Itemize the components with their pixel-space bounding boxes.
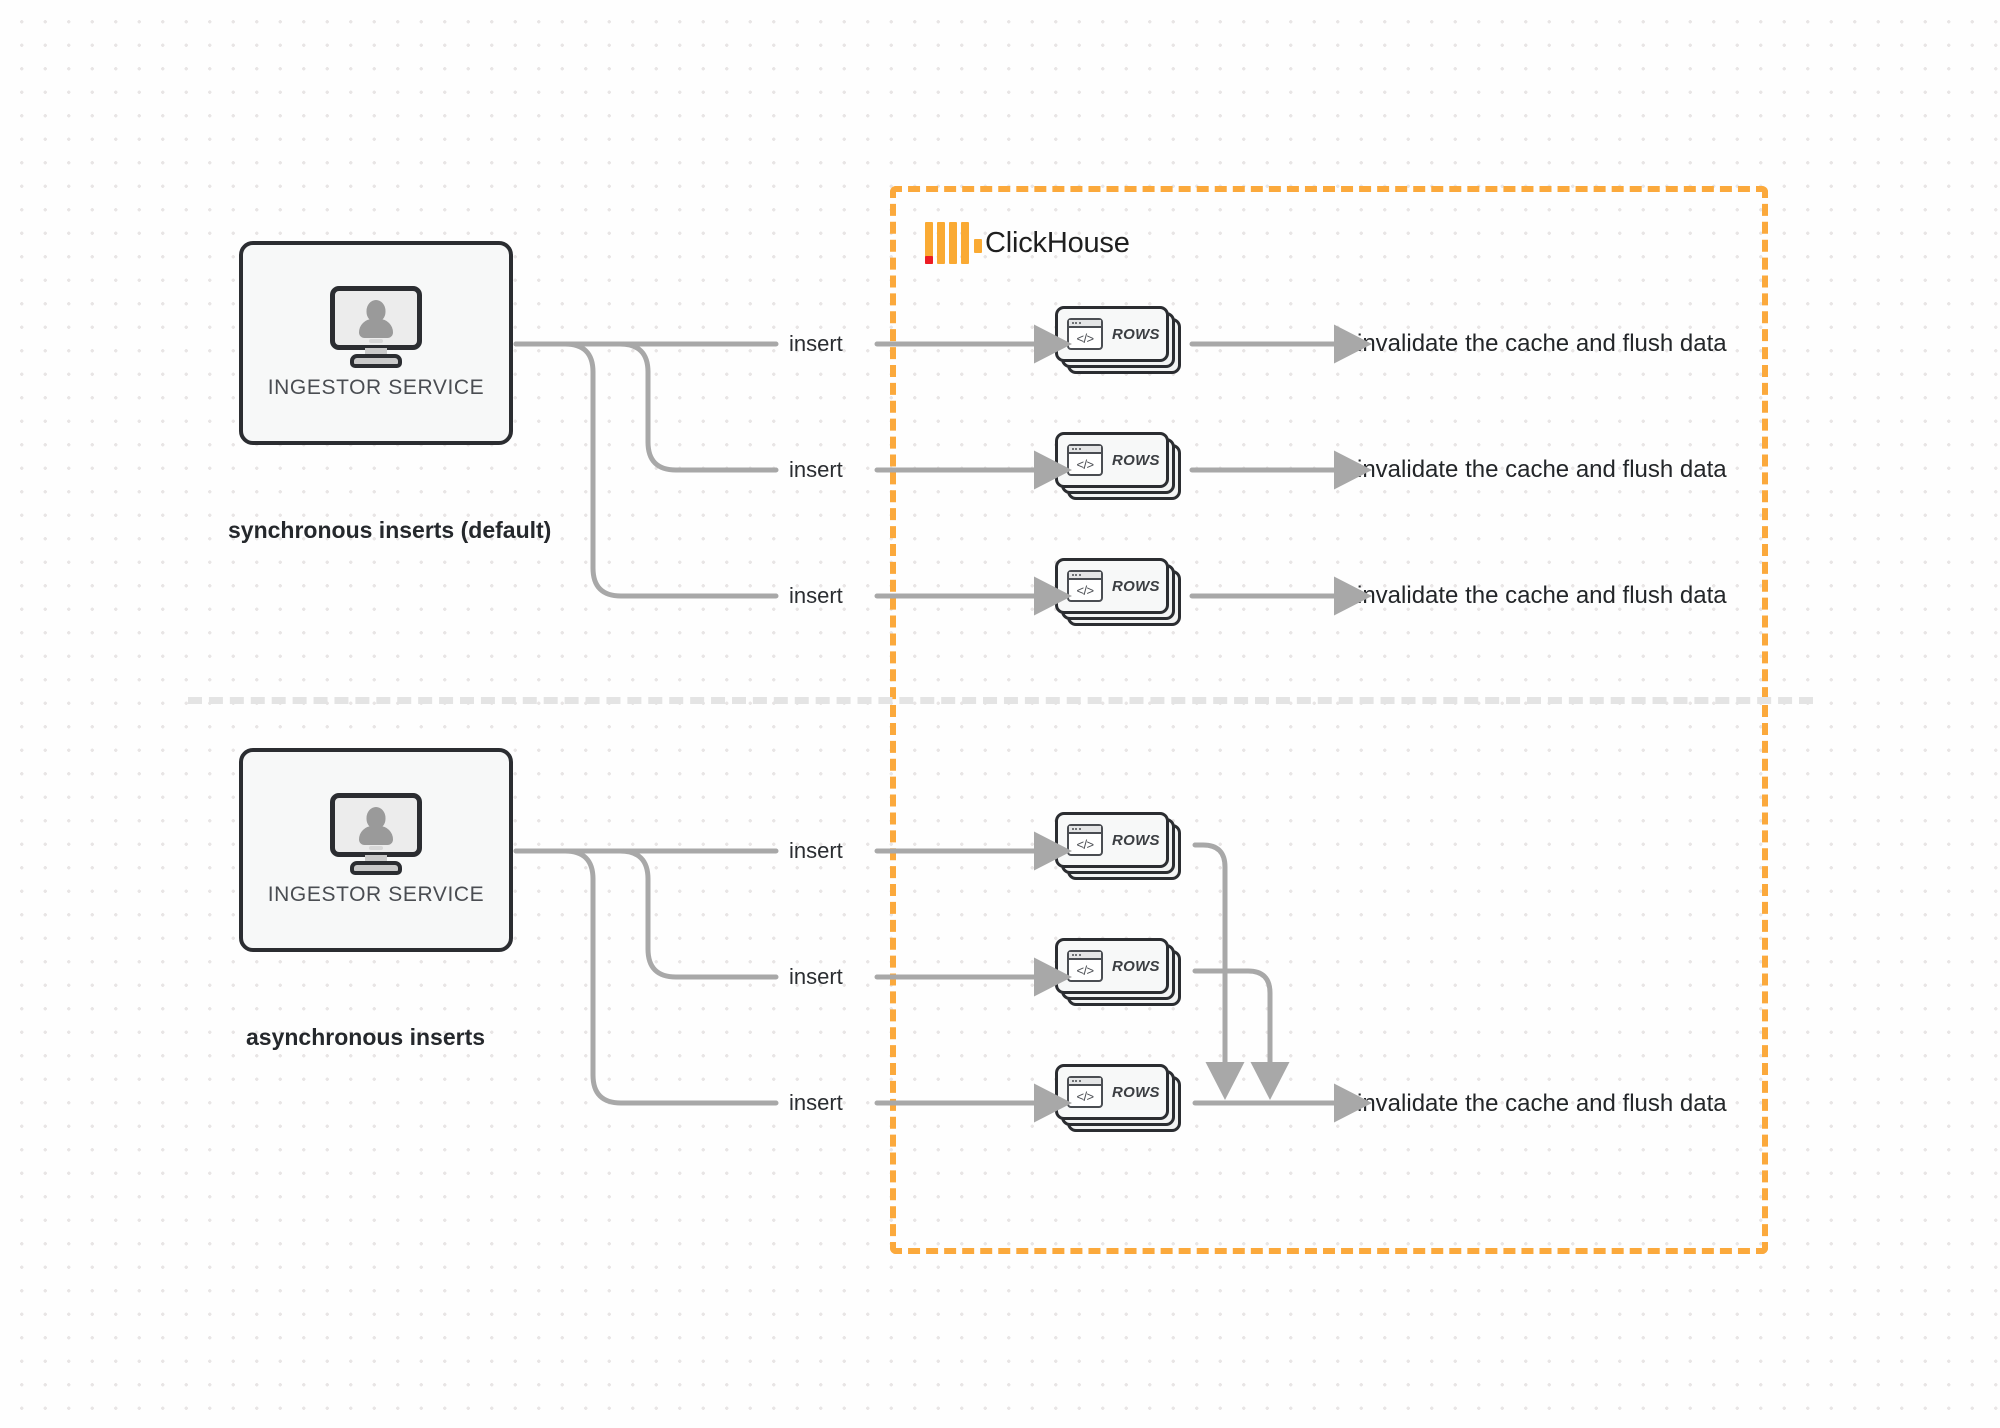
- code-window-icon: </>: [1067, 1076, 1103, 1108]
- clickhouse-header: ClickHouse: [925, 222, 1130, 264]
- ingestor-service-label-async: INGESTOR SERVICE: [267, 883, 485, 906]
- rows-card-label: ROWS: [1112, 325, 1160, 343]
- rows-card-async-1[interactable]: </> ROWS: [1055, 812, 1181, 880]
- insert-label-sync-2: insert: [789, 457, 843, 482]
- section-caption-async: asynchronous inserts: [246, 1024, 486, 1050]
- clickhouse-label: ClickHouse: [985, 226, 1130, 259]
- code-window-icon: </>: [1067, 444, 1103, 476]
- rows-card-label: ROWS: [1112, 957, 1160, 975]
- section-caption-sync: synchronous inserts (default): [228, 517, 552, 543]
- code-window-icon: </>: [1067, 570, 1103, 602]
- rows-card-sync-3[interactable]: </> ROWS: [1055, 558, 1181, 626]
- insert-label-async-1: insert: [789, 838, 843, 863]
- rows-card-sync-2[interactable]: </> ROWS: [1055, 432, 1181, 500]
- ingestor-service-label-sync: INGESTOR SERVICE: [267, 376, 485, 399]
- monitor-user-icon: [330, 793, 422, 875]
- code-window-icon: </>: [1067, 824, 1103, 856]
- rows-card-sync-1[interactable]: </> ROWS: [1055, 306, 1181, 374]
- clickhouse-logo-icon: [925, 222, 982, 264]
- ingestor-service-async[interactable]: INGESTOR SERVICE: [239, 748, 513, 952]
- outcome-label-sync-3: invalidate the cache and flush data: [1357, 582, 1727, 609]
- rows-card-label: ROWS: [1112, 451, 1160, 469]
- section-divider: [188, 697, 1813, 704]
- code-window-icon: </>: [1067, 950, 1103, 982]
- rows-card-label: ROWS: [1112, 1083, 1160, 1101]
- ingestor-service-sync[interactable]: INGESTOR SERVICE: [239, 241, 513, 445]
- rows-card-label: ROWS: [1112, 577, 1160, 595]
- rows-card-label: ROWS: [1112, 831, 1160, 849]
- insert-label-async-2: insert: [789, 964, 843, 989]
- insert-label-sync-1: insert: [789, 331, 843, 356]
- clickhouse-boundary: [890, 186, 1768, 1254]
- outcome-label-sync-1: invalidate the cache and flush data: [1357, 330, 1727, 357]
- code-window-icon: </>: [1067, 318, 1103, 350]
- outcome-label-sync-2: invalidate the cache and flush data: [1357, 456, 1727, 483]
- insert-label-sync-3: insert: [789, 583, 843, 608]
- rows-card-async-2[interactable]: </> ROWS: [1055, 938, 1181, 1006]
- insert-label-async-3: insert: [789, 1090, 843, 1115]
- monitor-user-icon: [330, 286, 422, 368]
- rows-card-async-3[interactable]: </> ROWS: [1055, 1064, 1181, 1132]
- outcome-label-async-merged: invalidate the cache and flush data: [1357, 1090, 1727, 1117]
